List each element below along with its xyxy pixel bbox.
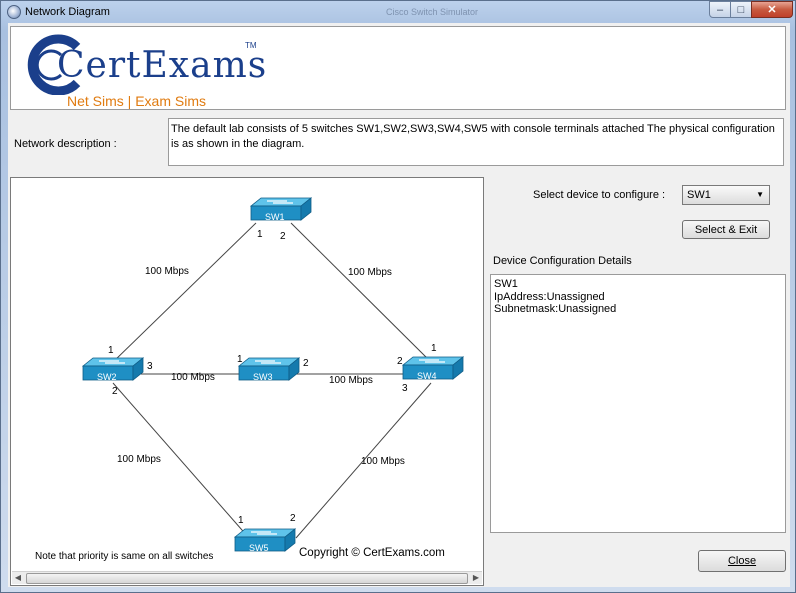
window-title: Network Diagram <box>25 6 110 18</box>
switch-sw2-label: SW2 <box>97 372 117 382</box>
config-details-box: SW1 IpAddress:Unassigned Subnetmask:Unas… <box>490 274 786 533</box>
port-label: 2 <box>280 231 286 242</box>
link-speed-label: 100 Mbps <box>329 375 373 386</box>
link-sw4-sw5 <box>295 382 432 539</box>
link-sw2-sw5 <box>112 382 250 539</box>
scroll-left-arrow-icon[interactable]: ◀ <box>14 573 22 582</box>
logo-trademark: TM <box>245 41 257 50</box>
config-line: Subnetmask:Unassigned <box>494 303 617 315</box>
minimize-button[interactable]: – <box>709 1 731 18</box>
switch-sw3-label: SW3 <box>253 372 273 382</box>
logo-tagline: Net Sims | Exam Sims <box>67 93 206 109</box>
link-speed-label: 100 Mbps <box>171 372 215 383</box>
scroll-right-arrow-icon[interactable]: ▶ <box>472 573 480 582</box>
port-label: 1 <box>257 229 263 240</box>
port-label: 2 <box>397 356 403 367</box>
maximize-button[interactable]: □ <box>730 1 752 18</box>
title-bar: Network Diagram Cisco Switch Simulator –… <box>1 1 795 23</box>
network-diagram: SW1 SW2 SW3 SW4 SW5 100 Mbps 100 Mbps 10… <box>35 197 464 562</box>
network-diagram-panel: SW1 SW2 SW3 SW4 SW5 100 Mbps 100 Mbps 10… <box>10 177 484 586</box>
certexams-logo-icon <box>27 34 81 95</box>
chevron-down-icon: ▼ <box>756 190 764 199</box>
link-sw1-sw4 <box>290 222 434 365</box>
config-line: SW1 <box>494 278 518 290</box>
port-label: 2 <box>303 358 309 369</box>
description-label: Network description : <box>14 138 117 150</box>
background-window-title: Cisco Switch Simulator <box>386 7 479 17</box>
link-speed-label: 100 Mbps <box>361 456 405 467</box>
link-speed-label: 100 Mbps <box>145 266 189 277</box>
diagram-note: Note that priority is same on all switch… <box>35 551 213 562</box>
link-sw1-sw2 <box>110 222 257 365</box>
switch-sw5-label: SW5 <box>249 543 269 553</box>
close-button[interactable]: Close <box>698 550 786 572</box>
link-speed-label: 100 Mbps <box>348 267 392 278</box>
config-details-label: Device Configuration Details <box>493 255 632 267</box>
copyright-text: Copyright © CertExams.com <box>299 547 445 559</box>
port-label: 1 <box>237 354 243 365</box>
config-line: IpAddress:Unassigned <box>494 290 605 303</box>
select-exit-button[interactable]: Select & Exit <box>682 220 770 239</box>
port-label: 2 <box>290 513 296 524</box>
logo-banner: CertExams TM Net Sims | Exam Sims <box>10 26 786 110</box>
description-text: The default lab consists of 5 switches S… <box>168 118 784 166</box>
switch-sw1-label: SW1 <box>265 212 285 222</box>
link-speed-label: 100 Mbps <box>117 454 161 465</box>
switch-sw4-label: SW4 <box>417 371 437 381</box>
port-label: 3 <box>402 383 408 394</box>
port-label: 3 <box>147 361 153 372</box>
port-label: 1 <box>431 343 437 354</box>
client-area: CertExams TM Net Sims | Exam Sims Networ… <box>8 23 790 587</box>
device-select-label: Select device to configure : <box>533 189 666 201</box>
port-label: 2 <box>112 386 118 397</box>
port-label: 1 <box>238 515 244 526</box>
logo-brand: CertExams <box>57 45 268 86</box>
device-select-value: SW1 <box>687 189 711 201</box>
device-select[interactable]: SW1 ▼ <box>682 185 770 205</box>
port-label: 1 <box>108 345 114 356</box>
close-button-label: Close <box>727 555 757 567</box>
app-icon <box>7 5 21 19</box>
window-close-button[interactable]: ✕ <box>751 1 793 18</box>
diagram-horizontal-scrollbar[interactable]: ◀ ▶ <box>12 571 482 584</box>
scrollbar-thumb[interactable] <box>26 573 468 584</box>
